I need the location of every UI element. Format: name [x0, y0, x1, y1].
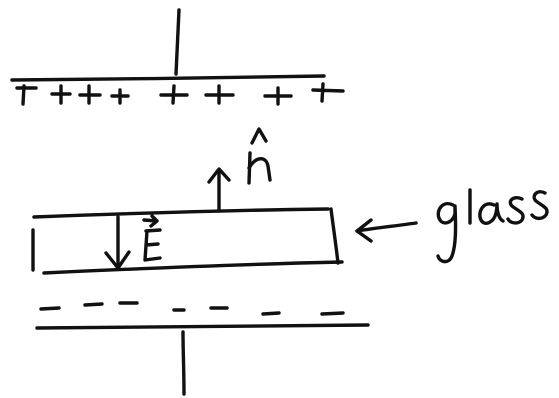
bottom-plate: [35, 323, 370, 330]
bottom-lead-wire: [181, 330, 186, 396]
field-vector-label-text: E: [140, 257, 141, 259]
field-vector-arrowhead: [104, 250, 131, 270]
top-lead-wire: [174, 8, 181, 76]
glass-slab: [31, 207, 344, 275]
top-plate: [10, 74, 326, 82]
top-plate-charges: + + + + + + +: [10, 18, 345, 106]
normal-vector-arrowhead: [207, 167, 231, 184]
field-vector-label: E: [140, 214, 162, 262]
glass-pointer-arrow: [355, 221, 418, 233]
glass-pointer-arrowhead: [355, 218, 373, 243]
glass-label-text: glass: [430, 219, 433, 221]
bottom-plate-charges-text: - - - - - - -: [40, 299, 45, 301]
glass-label: glass: [430, 188, 549, 264]
normal-vector-label-text: n̂: [245, 178, 246, 181]
bottom-plate-charges: - - - - - - -: [39, 299, 345, 316]
normal-vector-label: n̂: [245, 127, 272, 185]
top-plate-charges-text: + + + + + + +: [10, 18, 18, 21]
